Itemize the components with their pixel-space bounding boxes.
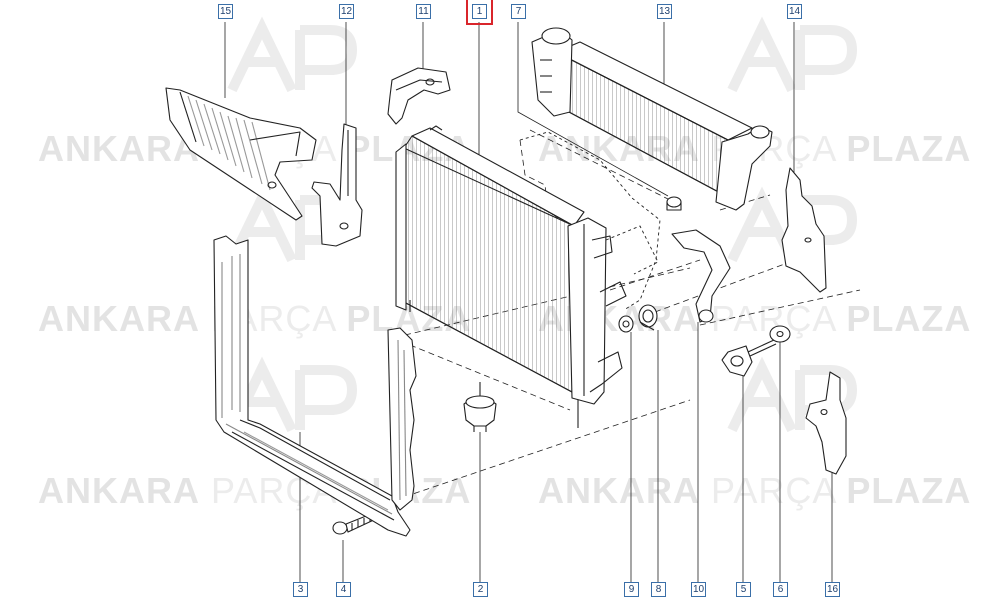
assembly-dash-lines	[394, 129, 861, 501]
part-badge-1-selected[interactable]: 1	[466, 0, 493, 25]
part-badge-15[interactable]: 15	[218, 4, 233, 19]
part-16-bracket	[805, 371, 847, 475]
part-badge-8[interactable]: 8	[651, 582, 666, 597]
part-10-hose	[671, 229, 731, 323]
part-3-lower-frame	[213, 235, 417, 537]
part-2-rubber-mount	[463, 382, 497, 432]
part-badge-5[interactable]: 5	[736, 582, 751, 597]
part-radiator-cap	[666, 196, 682, 211]
part-6-washer	[769, 325, 791, 343]
part-badge-11[interactable]: 11	[416, 4, 431, 19]
part-badge-12[interactable]: 12	[339, 4, 354, 19]
part-badge-14[interactable]: 14	[787, 4, 802, 19]
part-badge-3[interactable]: 3	[293, 582, 308, 597]
part-5-bolt	[721, 339, 777, 377]
part-badge-4[interactable]: 4	[336, 582, 351, 597]
part-badge-7[interactable]: 7	[511, 4, 526, 19]
part-13-intercooler	[531, 27, 773, 211]
part-11-upper-bracket	[387, 67, 451, 125]
part-15-air-deflector	[165, 87, 317, 221]
leader-lines	[224, 22, 833, 582]
part-14-side-panel	[781, 167, 827, 293]
part-badge-6[interactable]: 6	[773, 582, 788, 597]
part-12-side-bracket	[311, 123, 363, 247]
part-badge-2[interactable]: 2	[473, 582, 488, 597]
part-9-washer	[618, 315, 634, 333]
part-8-bushing	[638, 304, 658, 331]
part-badge-16[interactable]: 16	[825, 582, 840, 597]
part-badge-10[interactable]: 10	[691, 582, 706, 597]
part-badge-13[interactable]: 13	[657, 4, 672, 19]
part-7-ghost-outline	[519, 131, 661, 311]
part-1-radiator	[395, 125, 627, 428]
part-badge-9[interactable]: 9	[624, 582, 639, 597]
